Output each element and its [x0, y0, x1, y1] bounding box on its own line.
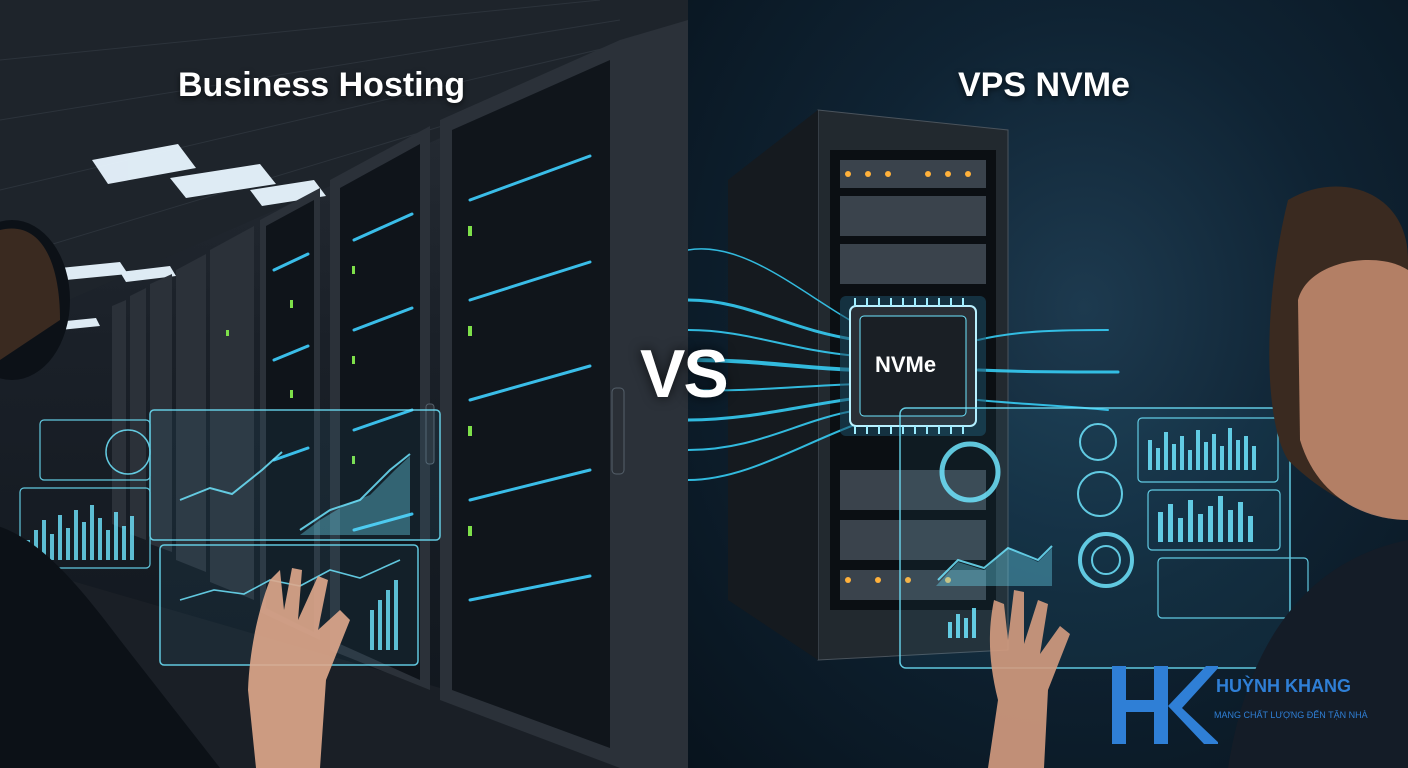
versus-label: VS [640, 336, 729, 412]
person-right [988, 186, 1408, 768]
brand-name: HUỲNH KHANG [1216, 676, 1351, 696]
business-hosting-panel: Business Hosting [0, 0, 688, 768]
business-hosting-heading: Business Hosting [178, 66, 466, 104]
vps-nvme-panel: VPS NVMe NVMe [688, 0, 1408, 768]
vps-nvme-heading: VPS NVMe [958, 66, 1130, 104]
nvme-server-illustration [688, 109, 1408, 768]
nvme-chip [840, 296, 986, 436]
rack-status-dots [226, 226, 472, 536]
huynh-khang-logo: HUỲNH KHANG MANG CHẤT LƯỢNG ĐẾN TẬN NHÀ [1108, 660, 1408, 760]
dashboard-bars-right [948, 428, 1256, 638]
nvme-chip-label: NVMe [875, 352, 937, 377]
brand-tagline: MANG CHẤT LƯỢNG ĐẾN TẬN NHÀ [1214, 710, 1368, 720]
rack-leds [272, 154, 592, 602]
server-amber-leds [845, 171, 971, 583]
dashboard-bars-left [26, 505, 398, 650]
server-racks [112, 20, 688, 768]
server-slots [840, 160, 986, 600]
ceiling-lights [56, 144, 326, 330]
hk-logo-mark-icon [1112, 666, 1218, 744]
server-aisle-illustration [0, 0, 688, 768]
